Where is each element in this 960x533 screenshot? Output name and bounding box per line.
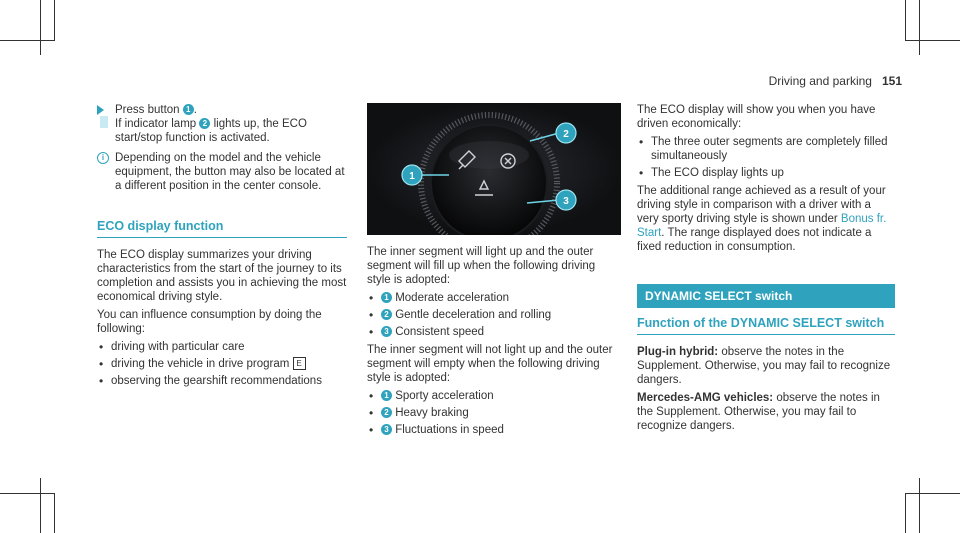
paragraph-text: observe the notes in the Supplement. Oth… xyxy=(637,346,891,386)
callout-3-line xyxy=(526,199,560,204)
crop-mark xyxy=(54,0,55,40)
callout-1-icon: 1 xyxy=(182,104,194,116)
eco-display-illustration: 1 2 3 xyxy=(367,103,621,235)
paragraph: You can influence consumption by doing t… xyxy=(97,309,322,335)
amg-label: Mercedes-AMG vehicles: xyxy=(637,392,774,404)
callout-2-icon: 2 xyxy=(381,309,392,321)
callout-1-label: 1 xyxy=(409,171,415,182)
crop-mark xyxy=(40,478,41,533)
callout-2-badge xyxy=(555,122,577,144)
hybrid-label: Plug-in hybrid: xyxy=(637,346,719,358)
crop-mark xyxy=(0,493,55,494)
callout-3-icon: 3 xyxy=(381,326,392,338)
note: i Depending on the model and the vehicle… xyxy=(97,151,347,193)
note-text: Depending on the model and the vehicle e… xyxy=(115,152,345,192)
list-item-text: Heavy braking xyxy=(395,407,469,419)
list-item-text: driving the vehicle in drive program xyxy=(111,358,290,370)
list-item: The three outer segments are completely … xyxy=(637,135,895,163)
info-icon: i xyxy=(97,152,109,164)
callout-2-icon: 2 xyxy=(381,407,392,419)
list-item-text: Sporty acceleration xyxy=(395,390,494,402)
paragraph-text: observe the notes in the Supplement. Oth… xyxy=(637,392,880,432)
paragraph: The inner segment will light up and the … xyxy=(367,246,596,286)
section-banner: DYNAMIC SELECT switch xyxy=(637,284,895,308)
crop-mark xyxy=(919,478,920,533)
list-item: 2 Heavy braking xyxy=(367,406,621,420)
column-3: The ECO display will show you when you h… xyxy=(637,103,895,437)
paragraph-text: . The range displayed does not indicate … xyxy=(637,227,872,253)
paragraph: The inner segment will not light up and … xyxy=(367,344,613,384)
list-item-text: Moderate acceleration xyxy=(395,292,509,304)
callout-3-badge xyxy=(555,189,577,211)
crop-mark xyxy=(905,493,960,494)
callout-3-label: 3 xyxy=(563,196,569,207)
crop-mark xyxy=(905,493,906,533)
outer-segment-ring xyxy=(418,112,560,235)
paragraph: The ECO display will show you when you h… xyxy=(637,104,876,130)
page-header: Driving and parking 151 xyxy=(769,74,902,88)
crop-mark xyxy=(40,0,41,55)
list-item: The ECO display lights up xyxy=(637,166,895,180)
crop-mark xyxy=(0,40,55,41)
list-item: driving with particular care xyxy=(97,340,347,354)
list-item: driving the vehicle in drive program E xyxy=(97,357,347,371)
paragraph: Plug-in hybrid: observe the notes in the… xyxy=(637,345,895,387)
paragraph: The additional range achieved as a resul… xyxy=(637,184,895,254)
bonus-link[interactable]: Bonus fr. Start xyxy=(637,213,887,239)
numbered-list-1: 1 Moderate acceleration 2 Gentle deceler… xyxy=(367,291,621,339)
crop-mark xyxy=(905,0,906,40)
bullet-list: driving with particular care driving the… xyxy=(97,340,347,388)
list-item-text: Consistent speed xyxy=(395,326,485,338)
step-text: If indicator lamp xyxy=(115,118,197,130)
list-item-text: Fluctuations in speed xyxy=(395,424,504,436)
section-heading: ECO display function xyxy=(97,219,347,238)
paragraph-text: The additional range achieved as a resul… xyxy=(637,185,886,225)
callout-1-badge xyxy=(401,164,423,186)
page-number: 151 xyxy=(881,74,902,88)
step-text: lights up, the ECO start/stop function i… xyxy=(115,118,307,144)
crop-mark xyxy=(905,40,960,41)
section-title: Driving and parking xyxy=(768,74,872,88)
list-item: 3 Fluctuations in speed xyxy=(367,423,621,437)
column-2: 1 2 3 The inner segment will light up an… xyxy=(367,103,621,441)
callout-3-icon: 3 xyxy=(381,424,392,436)
numbered-list-2: 1 Sporty acceleration 2 Heavy braking 3 … xyxy=(367,389,621,437)
step-text-end: . xyxy=(193,104,197,116)
callout-2-label: 2 xyxy=(563,129,569,140)
bullet-list: The three outer segments are completely … xyxy=(637,135,895,180)
list-item: 1 Moderate acceleration xyxy=(367,291,621,305)
callout-1-icon: 1 xyxy=(381,390,392,402)
section-heading: Function of the DYNAMIC SELECT switch xyxy=(637,316,895,335)
list-item: 3 Consistent speed xyxy=(367,325,621,339)
crop-mark xyxy=(919,0,920,55)
callout-1-icon: 1 xyxy=(381,292,392,304)
step-bar xyxy=(100,116,108,128)
crop-mark xyxy=(54,493,55,533)
paragraph: The ECO display summarizes your driving … xyxy=(97,249,347,303)
column-1: Press button 1. If indicator lamp 2 ligh… xyxy=(97,103,347,392)
list-item: 1 Sporty acceleration xyxy=(367,389,621,403)
list-item-text: Gentle deceleration and rolling xyxy=(395,309,552,321)
instruction-step: Press button 1. If indicator lamp 2 ligh… xyxy=(97,103,347,145)
step-text: Press button xyxy=(115,104,180,116)
control-knob xyxy=(430,124,548,235)
eco-display-figure: 1 2 3 xyxy=(367,103,621,235)
eco-symbols-icon xyxy=(458,150,516,196)
drive-program-e-icon: E xyxy=(292,357,306,371)
paragraph: Mercedes-AMG vehicles: observe the notes… xyxy=(637,391,895,433)
callout-2-icon: 2 xyxy=(199,118,211,130)
list-item: observing the gearshift recommendations xyxy=(97,374,347,388)
list-item: 2 Gentle deceleration and rolling xyxy=(367,308,621,322)
step-arrow-icon xyxy=(97,105,104,115)
callout-2-line xyxy=(529,132,560,142)
